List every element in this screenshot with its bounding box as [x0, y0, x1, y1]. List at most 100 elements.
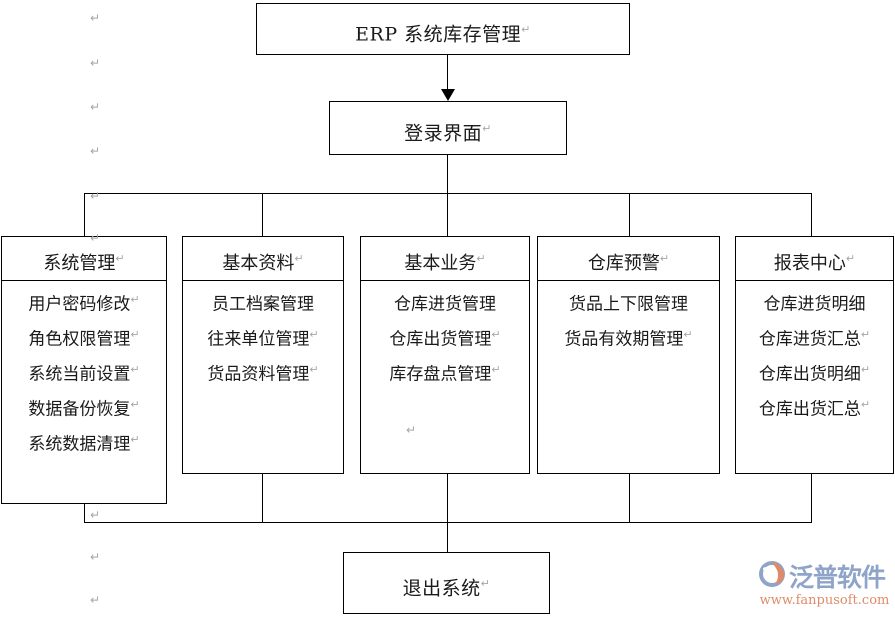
menu-item[interactable]: 系统数据清理↵: [2, 430, 166, 465]
paragraph-return-mark: ↵: [90, 189, 101, 203]
menu-item-label: 仓库进货明细: [763, 294, 866, 315]
category-header-text: 基本资料: [222, 253, 295, 274]
paragraph-return-mark: ↵: [115, 252, 125, 265]
paragraph-return-mark: ↵: [90, 593, 101, 607]
paragraph-return-mark: ↵: [860, 398, 871, 411]
watermark: 泛普软件 www.fanpusoft.com: [757, 560, 892, 612]
paragraph-return-mark: ↵: [860, 363, 871, 376]
menu-item-label: 货品上下限管理: [569, 294, 688, 315]
category-column-basic-data[interactable]: 基本资料↵ 员工档案管理 往来单位管理↵ 货品资料管理↵: [182, 236, 344, 474]
paragraph-return-mark: ↵: [90, 508, 101, 522]
connector-riser-col-4: [629, 474, 630, 523]
connector-collection-to-exit: [447, 522, 448, 553]
paragraph-return-mark: ↵: [130, 433, 140, 446]
menu-item[interactable]: 货品上下限管理: [538, 290, 719, 325]
paragraph-return-mark: ↵: [482, 122, 492, 135]
category-column-system-management[interactable]: 系统管理↵ 用户密码修改↵ 角色权限管理↵ 系统当前设置↵ 数据备份恢复↵ 系统…: [1, 236, 167, 504]
node-exit-label: 退出系统↵: [344, 553, 549, 618]
category-column-report-center[interactable]: 报表中心↵ 仓库进货明细 仓库进货汇总↵ 仓库出货明细↵ 仓库出货汇总↵: [735, 236, 894, 474]
menu-item[interactable]: 仓库出货明细↵: [736, 360, 893, 395]
menu-item[interactable]: 仓库出货管理↵: [361, 325, 529, 360]
node-title-erp-inventory[interactable]: ERP 系统库存管理↵: [256, 3, 630, 55]
menu-item[interactable]: 数据备份恢复↵: [2, 395, 166, 430]
paragraph-return-mark: ↵: [90, 100, 101, 114]
menu-item[interactable]: 角色权限管理↵: [2, 325, 166, 360]
menu-item[interactable]: 员工档案管理: [183, 290, 343, 325]
paragraph-return-mark: ↵: [476, 252, 486, 265]
paragraph-return-mark: ↵: [130, 363, 140, 376]
category-items: 货品上下限管理 货品有效期管理↵: [538, 281, 719, 473]
menu-item[interactable]: 仓库出货汇总↵: [736, 395, 893, 430]
menu-item-label: 仓库进货管理: [394, 294, 496, 315]
connector-riser-col-3: [447, 474, 448, 523]
node-login-text: 登录界面: [404, 122, 483, 145]
connector-riser-col-1: [84, 503, 85, 523]
menu-item[interactable]: 仓库进货明细: [736, 290, 893, 325]
paragraph-return-mark: ↵: [90, 11, 101, 25]
connector-title-to-login: [447, 55, 448, 91]
paragraph-return-mark: ↵: [130, 293, 140, 306]
paragraph-return-mark: ↵: [406, 423, 417, 437]
category-column-basic-business[interactable]: 基本业务↵ 仓库进货管理 仓库出货管理↵ 库存盘点管理↵: [360, 236, 530, 474]
menu-item[interactable]: 货品资料管理↵: [183, 360, 343, 395]
category-header: 基本资料↵: [183, 237, 343, 281]
connector-riser-col-5: [811, 474, 812, 523]
paragraph-return-mark: ↵: [845, 252, 856, 265]
category-header-text: 基本业务: [404, 253, 477, 274]
node-title-label: ERP 系统库存管理↵: [257, 4, 629, 60]
category-items: 用户密码修改↵ 角色权限管理↵ 系统当前设置↵ 数据备份恢复↵ 系统数据清理↵: [2, 281, 166, 503]
menu-item[interactable]: 货品有效期管理↵: [538, 325, 719, 360]
category-items: 仓库进货明细 仓库进货汇总↵ 仓库出货明细↵ 仓库出货汇总↵: [736, 281, 893, 473]
connector-drop-col-4: [629, 193, 630, 236]
category-header-text: 仓库预警: [587, 253, 660, 274]
node-exit-system[interactable]: 退出系统↵: [343, 552, 550, 614]
node-login-screen[interactable]: 登录界面↵: [329, 101, 567, 155]
fanpu-logo-icon: [757, 559, 787, 593]
menu-item-label: 数据备份恢复: [28, 399, 131, 420]
category-header-text: 系统管理: [43, 253, 116, 274]
paragraph-return-mark: ↵: [309, 328, 319, 341]
menu-item-label: 仓库出货明细: [758, 364, 861, 385]
menu-item[interactable]: 仓库进货管理: [361, 290, 529, 325]
paragraph-return-mark: ↵: [521, 23, 531, 36]
paragraph-return-mark: ↵: [480, 577, 491, 590]
category-header: 系统管理↵: [2, 237, 166, 281]
menu-item-label: 往来单位管理: [207, 329, 310, 350]
connector-drop-col-2: [262, 193, 263, 236]
menu-item-label: 仓库出货管理: [389, 329, 492, 350]
paragraph-return-mark: ↵: [491, 363, 501, 376]
category-header: 报表中心↵: [736, 237, 893, 281]
menu-item-label: 用户密码修改: [28, 294, 131, 315]
watermark-brand-text: 泛普软件: [789, 563, 886, 592]
node-exit-text: 退出系统: [402, 577, 481, 600]
paragraph-return-mark: ↵: [309, 363, 319, 376]
category-header: 基本业务↵: [361, 237, 529, 281]
paragraph-return-mark: ↵: [294, 252, 304, 265]
paragraph-return-mark: ↵: [130, 328, 140, 341]
menu-item-label: 货品资料管理: [207, 364, 310, 385]
paragraph-return-mark: ↵: [90, 231, 101, 245]
paragraph-return-mark: ↵: [659, 252, 670, 265]
category-header: 仓库预警↵: [538, 237, 719, 281]
menu-item[interactable]: 仓库进货汇总↵: [736, 325, 893, 360]
menu-item[interactable]: 用户密码修改↵: [2, 290, 166, 325]
category-items: 员工档案管理 往来单位管理↵ 货品资料管理↵: [183, 281, 343, 473]
connector-login-down: [447, 155, 448, 193]
category-column-warehouse-alert[interactable]: 仓库预警↵ 货品上下限管理 货品有效期管理↵: [537, 236, 720, 474]
menu-item-label: 仓库出货汇总: [758, 399, 861, 420]
menu-item-label: 角色权限管理: [28, 329, 131, 350]
paragraph-return-mark: ↵: [860, 328, 871, 341]
connector-drop-col-3: [447, 193, 448, 236]
menu-item[interactable]: 系统当前设置↵: [2, 360, 166, 395]
connector-drop-col-1: [84, 193, 85, 236]
menu-item[interactable]: 往来单位管理↵: [183, 325, 343, 360]
menu-item-label: 库存盘点管理: [389, 364, 492, 385]
paragraph-return-mark: ↵: [130, 398, 140, 411]
category-header-text: 报表中心: [773, 253, 846, 274]
connector-riser-col-2: [262, 474, 263, 523]
paragraph-return-mark: ↵: [90, 144, 101, 158]
watermark-url-text: www.fanpusoft.com: [759, 593, 890, 608]
menu-item[interactable]: 库存盘点管理↵: [361, 360, 529, 395]
paragraph-return-mark: ↵: [90, 550, 101, 564]
